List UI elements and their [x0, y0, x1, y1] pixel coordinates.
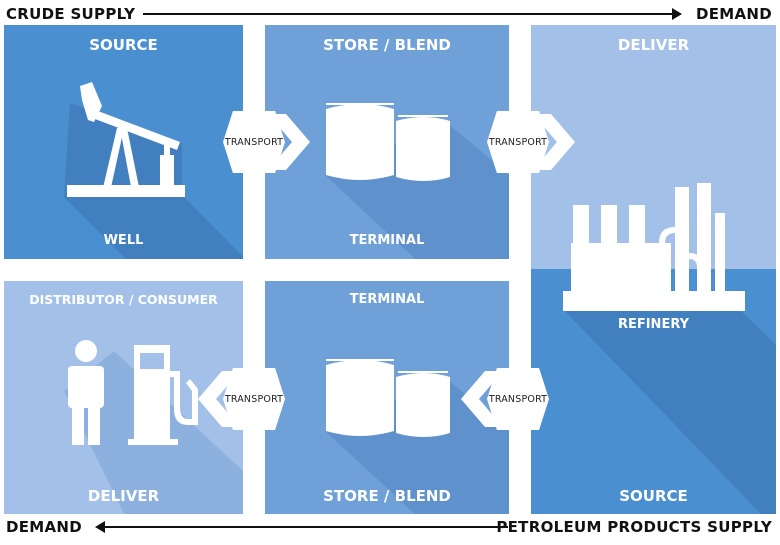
storage-tanks-icon [326, 359, 450, 437]
chevron-left-icon [461, 371, 503, 427]
source-panel: SOURCE WELL [4, 25, 243, 259]
refinery-panel: DELIVER REFINERY SOURCE [531, 25, 776, 514]
transport-connector-2: TRANSPORT [487, 111, 549, 173]
source-title: SOURCE [89, 36, 158, 54]
terminal-top-label: TERMINAL [349, 233, 425, 248]
transport-label: TRANSPORT [224, 136, 284, 148]
refinery-icon [563, 183, 745, 311]
person-icon [68, 340, 104, 445]
deliver-right-title: DELIVER [617, 36, 690, 54]
fuel-pump-icon [128, 345, 198, 445]
petroleum-products-supply-label: PETROLEUM PRODUCTS SUPPLY [496, 518, 772, 536]
refinery-panel-top [531, 25, 776, 269]
bottom-demand-label: DEMAND [6, 518, 83, 536]
store-blend-bottom-label: STORE / BLEND [323, 487, 451, 505]
transport-label: TRANSPORT [488, 136, 548, 148]
pumpjack-icon [67, 82, 185, 197]
top-demand-label: DEMAND [695, 5, 772, 23]
source-shadow [64, 103, 243, 259]
store-blend-top-title: STORE / BLEND [323, 36, 451, 54]
deliver-bottom-label: DELIVER [87, 487, 160, 505]
transport-connector-3: TRANSPORT [487, 368, 549, 430]
distributor-title: DISTRIBUTOR / CONSUMER [29, 292, 218, 307]
well-label: WELL [103, 233, 144, 248]
crude-supply-label: CRUDE SUPPLY [6, 5, 136, 23]
chevron-left-icon [198, 371, 240, 427]
refinery-label: REFINERY [617, 317, 690, 332]
transport-label: TRANSPORT [488, 393, 548, 405]
chevron-right-icon [268, 114, 310, 170]
top-flow-arrowhead-icon [672, 8, 682, 20]
storage-tanks-icon [326, 103, 450, 181]
transport-label: TRANSPORT [224, 393, 284, 405]
refinery-shadow [565, 311, 776, 514]
top-flow-arrow-line [143, 13, 673, 15]
bottom-flow-arrowhead-icon [95, 521, 105, 533]
chevron-right-icon [533, 114, 575, 170]
source-right-title: SOURCE [619, 487, 688, 505]
terminal-bottom-title: TERMINAL [349, 292, 425, 307]
bottom-flow-arrow-line [104, 526, 508, 528]
store-blend-bottom-panel: TERMINAL STORE / BLEND [265, 281, 509, 514]
